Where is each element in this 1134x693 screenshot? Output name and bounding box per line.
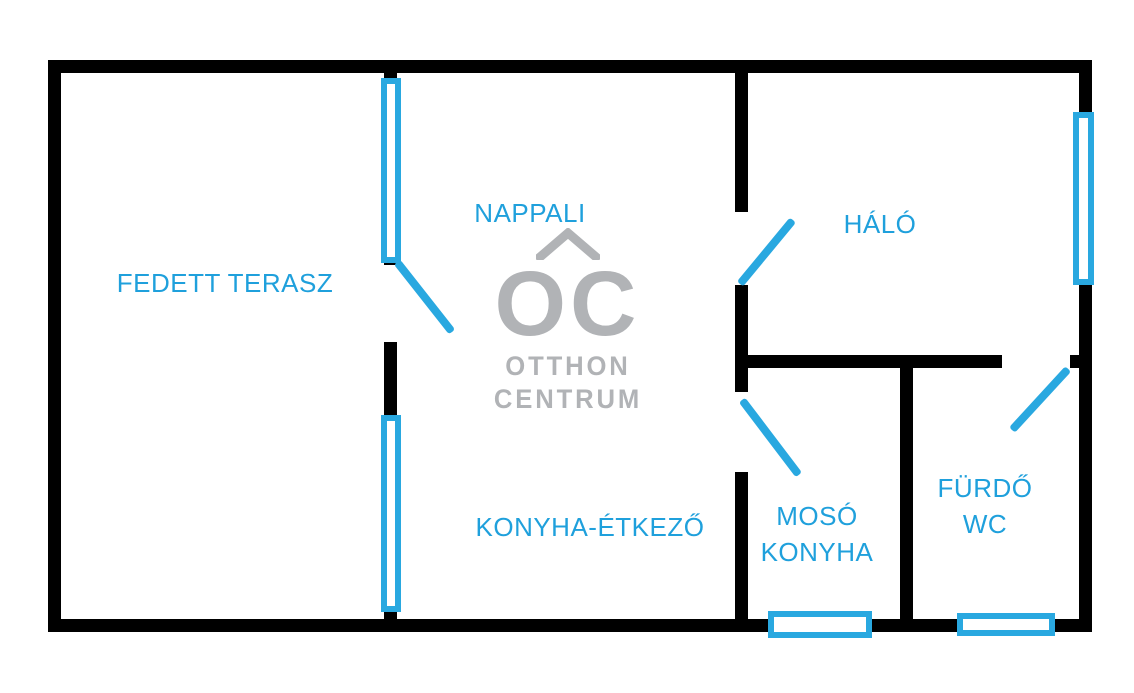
room-label-furdo-line1: FÜRDŐ <box>937 473 1033 503</box>
wall-center-divider-seg1 <box>735 60 748 212</box>
window-halo-icon <box>1073 112 1094 285</box>
logo-initials: OC <box>494 253 641 355</box>
wall-outer-top <box>48 60 1092 73</box>
otthon-centrum-logo: OC OTTHON CENTRUM <box>493 228 642 416</box>
door-moso-icon <box>738 397 803 478</box>
room-label-konyha-etkezo: KONYHA-ÉTKEZŐ <box>475 512 705 542</box>
window-furdo-icon <box>957 613 1055 636</box>
room-label-fedett-terasz: FEDETT TERASZ <box>116 268 334 298</box>
wall-halo-bottom-left <box>735 355 1002 368</box>
door-halo-icon <box>736 217 796 287</box>
logo-name-line1: OTTHON <box>504 351 631 381</box>
room-label-moso-line2: KONYHA <box>760 537 874 567</box>
door-furdo-icon <box>1009 366 1072 433</box>
door-nappali-icon <box>393 259 456 335</box>
wall-halo-bottom-right <box>1070 355 1092 368</box>
wall-bathroom-divider <box>900 355 913 632</box>
room-label-moso-konyha: MOSÓ KONYHA <box>742 498 892 570</box>
logo-name-line2: CENTRUM <box>493 384 642 414</box>
room-label-moso-line1: MOSÓ <box>776 501 858 531</box>
window-terrace-bottom-icon <box>381 415 401 612</box>
room-label-nappali: NAPPALI <box>474 198 586 228</box>
window-moso-icon <box>768 611 872 638</box>
wall-center-divider-seg2 <box>735 285 748 392</box>
wall-outer-bottom <box>48 619 1092 632</box>
room-label-furdo-line2: WC <box>962 509 1008 539</box>
wall-outer-left <box>48 60 61 632</box>
wall-center-divider-seg3 <box>735 472 748 632</box>
room-label-halo: HÁLÓ <box>843 209 917 239</box>
logo-roof-icon <box>535 228 600 260</box>
window-terrace-top-icon <box>381 78 401 263</box>
room-label-furdo-wc: FÜRDŐ WC <box>925 470 1045 542</box>
